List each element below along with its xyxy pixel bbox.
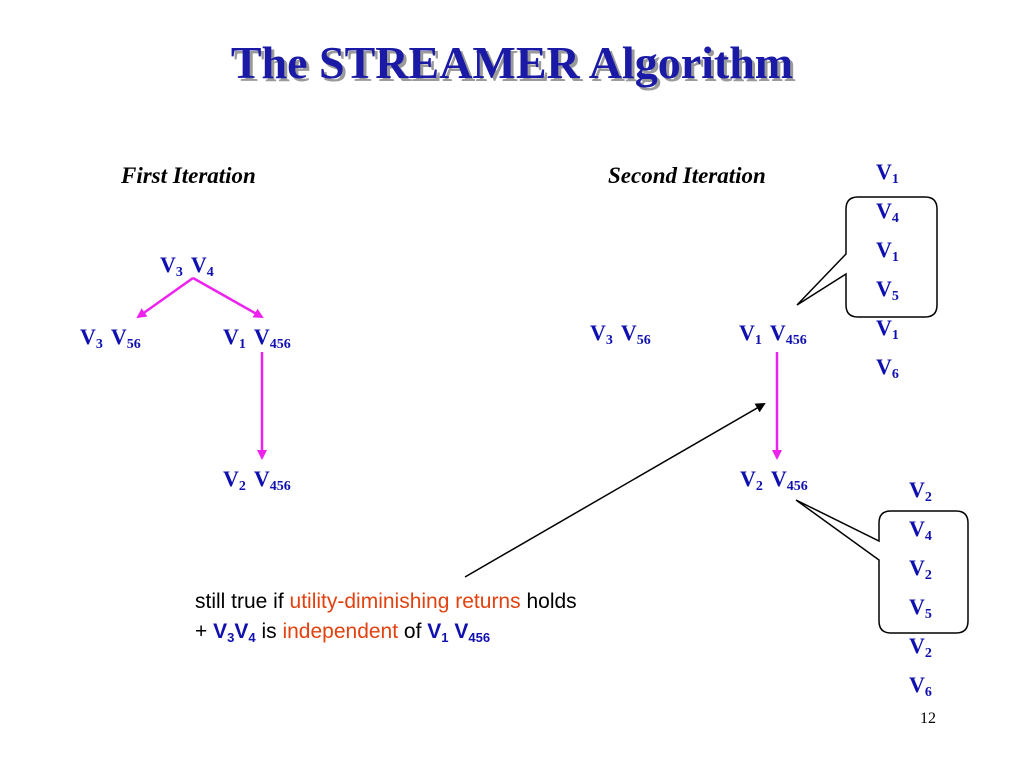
sequence-item: V2 (909, 477, 932, 505)
arrow-root-to-left (136, 276, 194, 319)
note-line-2: + V3V4 is independent of V1 V456 (195, 620, 491, 645)
sequence-item: V5 (909, 594, 932, 622)
sequence-item: V4 (909, 516, 932, 544)
sequence-item: V1 (876, 159, 899, 187)
page-number: 12 (920, 710, 936, 727)
sequence-item: V1 (876, 237, 899, 265)
slide-title: The STREAMER Algorithm (230, 37, 794, 88)
second-iteration-label: Second Iteration (608, 163, 766, 188)
sequence-item: V2 (909, 633, 932, 661)
sequence-item: V4 (876, 198, 899, 226)
arrow-root-to-right (192, 276, 264, 319)
sequence-item: V2 (909, 555, 932, 583)
callout-top-bubble (796, 196, 938, 318)
arrow-note-to-node (464, 402, 766, 578)
sequence-item: V1 (876, 315, 899, 343)
sequence-item: V6 (876, 354, 899, 382)
callout-bottom-bubble (795, 499, 969, 634)
sequence-item: V6 (909, 672, 932, 700)
note-line-1: still true if utility-diminishing return… (195, 590, 577, 613)
note-text: still true if utility-diminishing return… (195, 587, 577, 653)
sequence-item: V5 (876, 276, 899, 304)
first-iteration-label: First Iteration (121, 163, 256, 188)
